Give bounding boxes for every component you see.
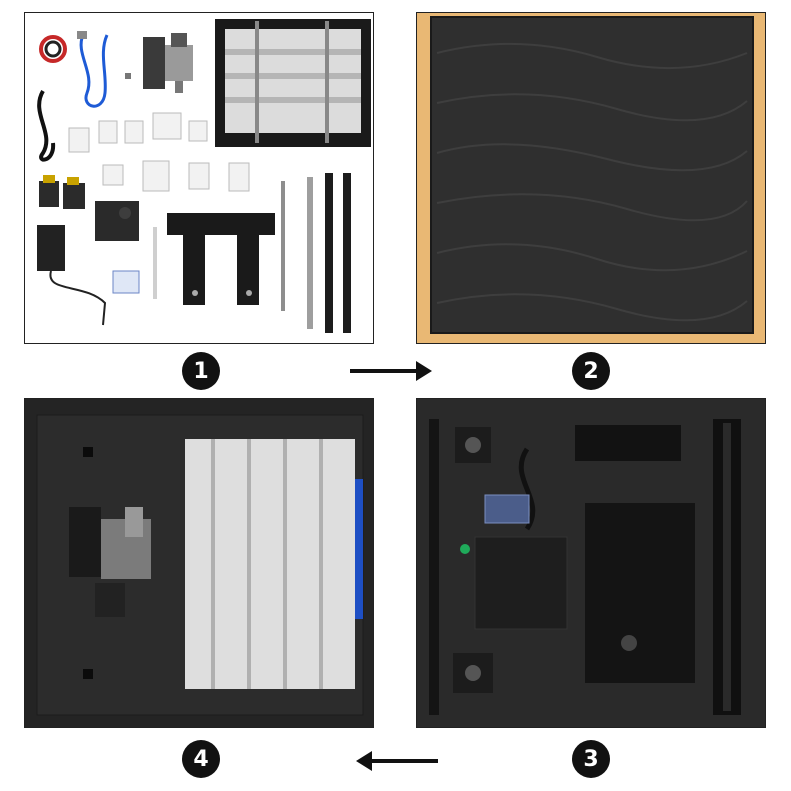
step-number-1: 1 xyxy=(182,352,220,390)
foam-layer-parts-photo xyxy=(416,398,766,728)
step-number-2: 2 xyxy=(572,352,610,390)
power-cable-coil xyxy=(39,35,67,63)
usb-cable xyxy=(77,31,109,108)
power-adapter xyxy=(37,225,65,271)
arrow-right-icon xyxy=(350,361,432,381)
spindle-assembly xyxy=(143,33,193,93)
t-brackets xyxy=(167,213,275,305)
guide-rod xyxy=(281,181,285,311)
packed-box-photo xyxy=(416,12,766,344)
controller-board xyxy=(95,201,139,241)
power-adapter xyxy=(575,425,681,461)
stepper-motors xyxy=(39,175,85,209)
rail-left xyxy=(429,419,439,715)
controller-box xyxy=(474,536,568,630)
aluminium-bed xyxy=(185,439,355,689)
step-number-4: 4 xyxy=(182,740,220,778)
aluminium-bed xyxy=(215,19,371,147)
bits-box xyxy=(112,270,140,294)
spindle-assembly xyxy=(69,507,151,617)
kit-components-photo xyxy=(24,12,374,344)
t-bracket xyxy=(585,503,695,683)
step-number-3: 3 xyxy=(572,740,610,778)
bits-box xyxy=(484,494,530,524)
arrow-left-icon xyxy=(356,751,438,771)
foam-layer-spindle-photo xyxy=(24,398,374,728)
parts-bags xyxy=(68,112,250,192)
